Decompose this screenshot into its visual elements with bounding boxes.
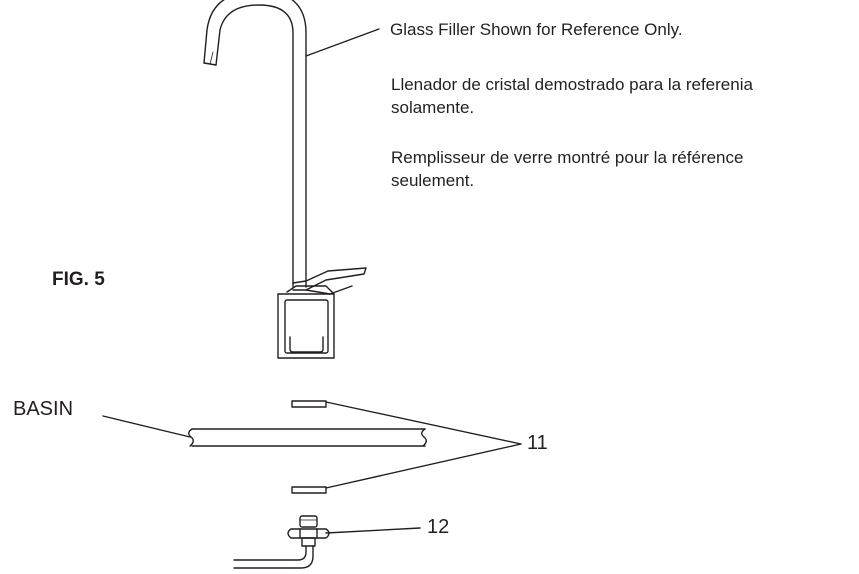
figure-label: FIG. 5 [52,269,105,290]
part-12-leader [325,527,421,534]
reference-note-spanish-line1: Llenador de cristal demostrado para la r… [391,75,753,94]
reference-note-french-line1: Remplisseur de verre montré pour la réfé… [391,148,744,167]
reference-note-spanish-line2: solamente. [391,98,475,117]
part-11-leaders [325,401,522,489]
callout-part-11: 11 [527,432,548,454]
gooseneck-spout [203,0,307,288]
reference-note-french-line2: seulement. [391,171,475,190]
reference-note-leader [305,28,380,57]
faucet-base [277,285,335,359]
callout-part-12: 12 [427,516,450,538]
reference-note-english: Glass Filler Shown for Reference Only. [390,20,683,39]
callout-basin: BASIN [13,398,74,420]
supply-tube [233,545,314,569]
basin-section [188,428,427,447]
gasket-lower [291,486,327,494]
lock-nut-assembly [287,515,330,547]
gasket-upper [291,400,327,408]
basin-leader [102,415,191,438]
